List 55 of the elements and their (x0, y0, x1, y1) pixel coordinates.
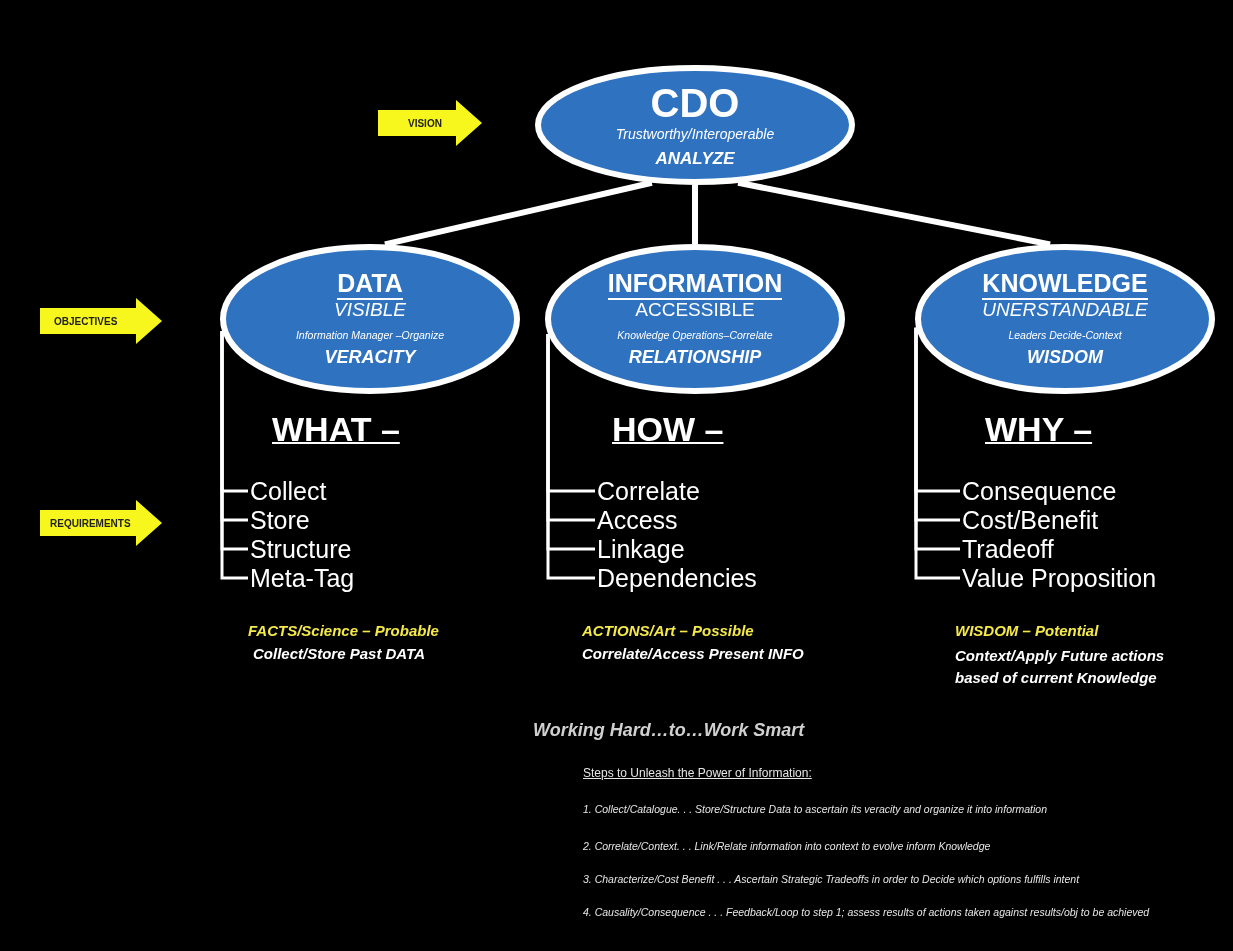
list-item: Tradeoff (962, 535, 1054, 563)
list-item: Cost/Benefit (962, 506, 1099, 534)
category-label: ACTIONS/Art – Possible (582, 622, 754, 639)
step-text: 3. Characterize/Cost Benefit . . . Ascertain Strategic Tradeoffs in order to Decide which options fulfills intent (583, 873, 1080, 885)
arrow-label: REQUIREMENTS (50, 517, 131, 529)
oval-node (535, 65, 855, 185)
step-text: 4. Causality/Consequence . . . Feedback/Loop to step 1; assess results of actions taken against results/obj to be achieved (583, 906, 1150, 918)
block-arrow (378, 100, 482, 146)
step-text: 1. Collect/Catalogue. . . Store/Structure Data to ascertain its veracity and organize it into information (583, 803, 1047, 815)
block-arrow (40, 500, 162, 546)
arrow-label: OBJECTIVES (54, 315, 118, 327)
list-item: Collect (250, 477, 327, 505)
list-item: Consequence (962, 477, 1117, 505)
connector-line (737, 179, 1051, 248)
heading: HOW – (612, 410, 724, 449)
description-text: Collect/Store Past DATA (253, 645, 425, 662)
node-title: KNOWLEDGE (982, 270, 1148, 300)
category-label: WISDOM – Potential (955, 622, 1099, 639)
node-description: Leaders Decide-Context (1008, 329, 1122, 342)
step-text: 2. Correlate/Context. . . Link/Relate information into context to evolve inform Knowledge (583, 840, 991, 852)
arrow-label: VISION (408, 117, 442, 129)
node-title: DATA (337, 270, 403, 300)
oval-node (220, 244, 520, 394)
node-description: Information Manager –Organize (295, 329, 445, 342)
list-item: Correlate (597, 477, 700, 505)
node-title: CDO (650, 80, 740, 125)
description-text: Correlate/Access Present INFO (582, 645, 804, 662)
node-keyword: RELATIONSHIP (628, 348, 762, 368)
list-heading: Steps to Unleash the Power of Information: (583, 766, 812, 780)
list-item: Linkage (597, 535, 685, 563)
oval-node (915, 244, 1215, 394)
list-item: Access (597, 506, 678, 534)
block-arrow (40, 298, 162, 344)
heading: WHY – (985, 410, 1093, 449)
node-subtitle: UNERSTANDABLE (982, 299, 1148, 321)
description-text: Context/Apply Future actions based of current Knowledge (955, 646, 1166, 688)
connector-line (692, 185, 698, 244)
node-keyword: WISDOM (1027, 348, 1103, 368)
list-item: Dependencies (597, 564, 757, 592)
list-item: Value Proposition (962, 564, 1157, 592)
connector-line (384, 179, 653, 248)
list-item: Meta-Tag (250, 564, 355, 592)
node-subtitle: VISIBLE (334, 299, 406, 321)
heading: WHAT – (272, 410, 400, 449)
list-item: Store (250, 506, 310, 534)
node-description: ANALYZE (655, 150, 735, 170)
node-keyword: VERACITY (324, 348, 416, 368)
node-title: INFORMATION (607, 270, 783, 300)
slogan-text: Working Hard…to…Work Smart (533, 720, 805, 741)
oval-node (545, 244, 845, 394)
node-subtitle: Trustworthy/Interoperable (615, 126, 775, 143)
list-item: Structure (250, 535, 352, 563)
node-description: Knowledge Operations–Correlate (617, 329, 773, 342)
node-subtitle: ACCESSIBLE (635, 299, 755, 321)
category-label: FACTS/Science – Probable (248, 622, 439, 639)
